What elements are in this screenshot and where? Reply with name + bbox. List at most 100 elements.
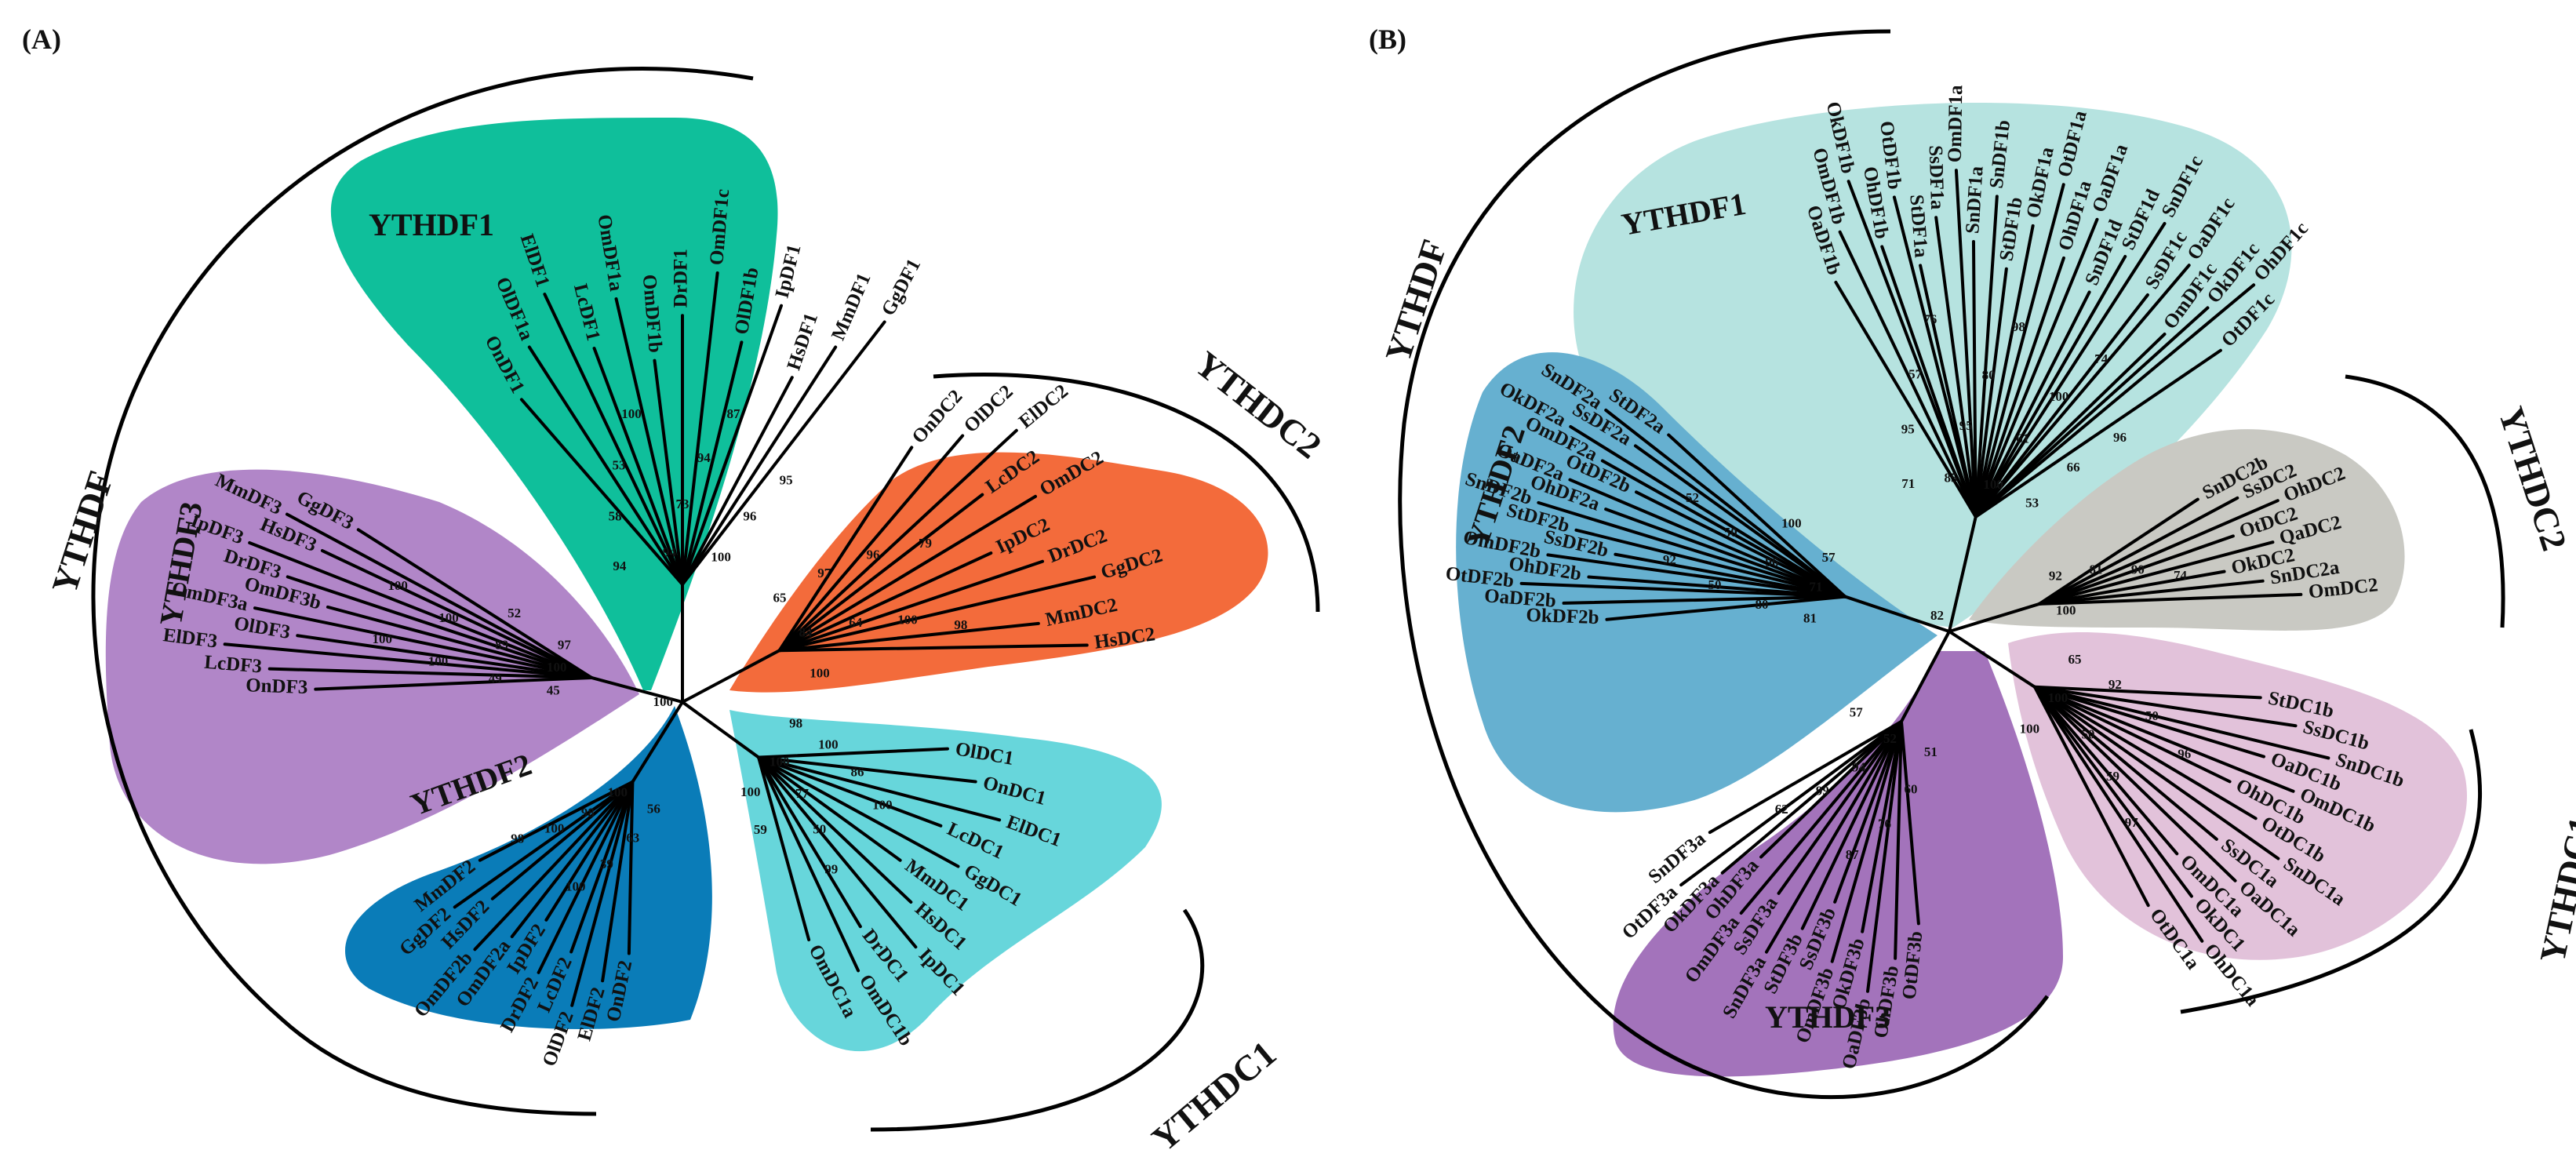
branch (1948, 515, 1977, 633)
branch (681, 376, 794, 586)
bootstrap-value: 100 (438, 610, 459, 625)
branch (2033, 685, 2150, 908)
branch (1604, 508, 1847, 599)
branch (1537, 500, 1847, 599)
branch (777, 428, 1018, 653)
branch (544, 780, 635, 922)
branch (614, 297, 684, 586)
clade-label: YTHDF1 (369, 207, 494, 242)
branch (777, 446, 914, 653)
branch (1974, 224, 2035, 519)
branch (1830, 719, 1903, 963)
panel-b: (B) OaDF1bOmDF1bOkDF1bOhDF1bOtDF1bStDF1a… (1369, 24, 2576, 1100)
bootstrap-value: 96 (743, 509, 756, 524)
branch (1974, 306, 2210, 519)
branch (2033, 685, 2179, 856)
bootstrap-value: 50 (1724, 525, 1737, 540)
branch (2037, 592, 2303, 606)
bootstrap-value: 100 (810, 665, 830, 680)
tip-label: ElDC2 (1015, 380, 1072, 433)
branch (490, 780, 635, 901)
branch (631, 700, 684, 784)
bootstrap-value: 81 (2089, 562, 2102, 577)
branch (777, 643, 1089, 653)
bootstrap-value: 64 (849, 615, 863, 630)
clade-blob-ythdf2 (1456, 352, 1937, 813)
branch (777, 493, 984, 653)
bootstrap-value: 100 (387, 578, 408, 593)
branch (1519, 581, 1847, 599)
branch (2033, 685, 2204, 943)
bootstrap-value: 96 (1765, 555, 1778, 569)
bootstrap-value: 100 (547, 660, 567, 675)
branch (681, 649, 781, 704)
branch (1974, 267, 2008, 519)
bootstrap-value: 95 (1901, 421, 1915, 436)
bootstrap-value: 77 (795, 786, 810, 801)
bootstrap-value: 87 (727, 406, 741, 421)
branch (267, 667, 594, 679)
branch (320, 549, 594, 679)
branch (2037, 569, 2226, 606)
branch (1919, 264, 1977, 519)
branch (1974, 254, 2127, 519)
bootstrap-value: 98 (2012, 319, 2025, 334)
group-label-ythdc2: YTHDC2 (1188, 344, 1329, 467)
bootstrap-value: 57 (1908, 366, 1923, 381)
tip-label: StDF1a (1905, 194, 1931, 259)
bootstrap-value: 79 (919, 536, 932, 551)
branch (2033, 685, 2232, 784)
bootstrap-value: 52 (1686, 490, 1699, 505)
bootstrap-value: 39 (600, 857, 613, 871)
bootstrap-value: 100 (711, 549, 731, 564)
branch (757, 755, 862, 929)
bootstrap-value: 59 (2106, 769, 2119, 784)
branch (253, 606, 594, 679)
bracket-ythdc1 (2180, 729, 2483, 1014)
bootstrap-value: 98 (789, 715, 802, 730)
tip-label: MmDF1 (828, 270, 875, 344)
branch (478, 780, 635, 862)
bootstrap-value: 100 (566, 879, 586, 894)
clade-blob-ythdf3 (105, 469, 639, 864)
branch (1777, 719, 1903, 895)
bootstrap-value: 100 (818, 737, 839, 752)
branch (2033, 685, 2298, 728)
branch (1569, 424, 1847, 599)
branch (285, 512, 594, 679)
branch (1720, 719, 1903, 875)
bootstrap-value: 100 (872, 798, 893, 813)
branch (653, 358, 684, 586)
bootstrap-value: 86 (850, 765, 864, 780)
branch (2033, 685, 2237, 882)
group-label-ythdf: YTHDF (1377, 235, 1454, 367)
branch (1605, 595, 1847, 621)
branch (1574, 528, 1847, 599)
bootstrap-value: 76 (1923, 312, 1937, 327)
bootstrap-value: 59 (754, 822, 767, 837)
branch (326, 605, 594, 679)
tip-label: LcDF3 (203, 652, 263, 678)
branch (1880, 245, 1977, 519)
branch (1894, 719, 1903, 960)
branch (757, 755, 918, 949)
bootstrap-value: 94 (613, 559, 627, 573)
branch (777, 621, 1040, 653)
branch (248, 540, 594, 679)
bootstrap-value: 53 (613, 458, 626, 473)
branch (601, 780, 635, 983)
branch (681, 271, 719, 586)
branch (1892, 195, 1977, 519)
bootstrap-value: 50 (2145, 708, 2159, 723)
bootstrap-value: 80 (1982, 367, 1996, 382)
group-label-ythdc2: YTHDC2 (2490, 402, 2574, 555)
bootstrap-value: 96 (866, 548, 879, 562)
branch (757, 755, 860, 973)
branch (1934, 216, 1977, 519)
branch (510, 780, 635, 939)
bootstrap-value: 50 (813, 822, 826, 837)
bootstrap-value: 90 (2131, 562, 2145, 577)
branch (1948, 602, 2041, 633)
branch (1974, 195, 1999, 519)
